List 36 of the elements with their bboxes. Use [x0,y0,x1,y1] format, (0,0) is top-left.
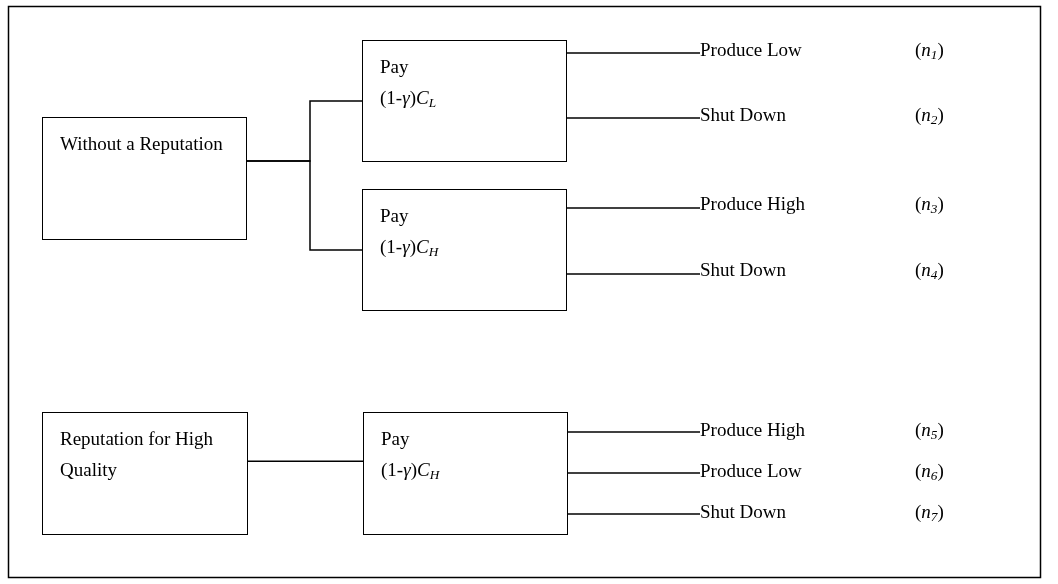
connector-line [566,117,701,119]
count-label: (n$_{2}$) [915,103,944,129]
process-box [362,189,567,311]
count-label: (n$_{5}$) [915,418,944,444]
connector-line [246,160,363,251]
connector-line [567,472,701,474]
cost-formula: (1-γ)C$_{H}$ [380,235,439,262]
cost-formula: (1-γ)C$_{H}$ [381,458,440,485]
count-label: (n$_{7}$) [915,500,944,526]
box-title: Pay [380,204,409,228]
connector-line [566,207,701,209]
box-title: Pay [381,427,410,451]
outcome-label: Produce Low [700,459,802,483]
process-box [362,40,567,162]
cost-formula: (1-γ)C$_{L}$ [380,86,437,113]
outcome-label: Shut Down [700,258,787,282]
connector-line [566,273,701,275]
count-label: (n$_{4}$) [915,258,944,284]
outcome-label: Produce High [700,418,805,442]
count-label: (n$_{6}$) [915,459,944,485]
box-title: Without a Reputation [60,132,223,156]
box-title: Reputation for High Quality [60,427,215,482]
process-box [42,117,247,240]
outcome-label: Produce Low [700,38,802,62]
connector-line [567,513,701,515]
connector-line [567,431,701,433]
outcome-label: Shut Down [700,103,787,127]
outcome-label: Produce High [700,192,805,216]
box-title: Pay [380,55,409,79]
count-label: (n$_{3}$) [915,192,944,218]
count-label: (n$_{1}$) [915,38,944,64]
connector-line [566,52,701,54]
connector-line [247,460,364,462]
process-box [363,412,568,535]
process-box [42,412,248,535]
outcome-label: Shut Down [700,500,787,524]
